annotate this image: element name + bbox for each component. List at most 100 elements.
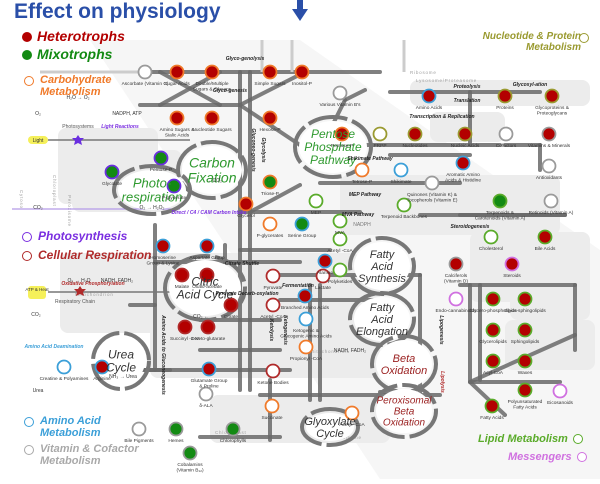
cycle-peroxisomal-beta	[370, 383, 438, 439]
process-label-mep: MEP Pathway	[349, 192, 382, 198]
node-branched-aa	[297, 288, 313, 304]
node-label-succinate: Succinate	[261, 415, 282, 421]
cycle-label: Fatty	[370, 302, 396, 314]
compartment-plastid	[340, 175, 560, 235]
cycle-label: Fixation	[187, 169, 236, 185]
node-shikimate	[393, 162, 409, 178]
respiratory-chain-star-icon	[74, 286, 86, 296]
node-label-quinones: Quinones (Vitamin K) &Tocopherols (Vitam…	[407, 192, 458, 204]
node-glycolate	[104, 164, 120, 180]
node-acetyl-coa-lipid	[332, 231, 348, 247]
process-label-proteolysis: Proteolysis	[454, 84, 481, 90]
process-label-glycosylation: Glycosyl-ation	[513, 82, 547, 88]
node-label-oxaloacetate: Oxalo-acetate	[192, 284, 222, 290]
node-label-sphingolipids: Sphingolipids	[511, 339, 540, 345]
node-label-branched-aa: Branched Amino Acids	[281, 305, 330, 311]
node-malate	[174, 267, 190, 283]
node-label-succinyl-coa: Succinyl -CoA	[170, 336, 201, 342]
node-label-shikimate: Shikimate	[390, 179, 411, 185]
node-label-calciferols: Calciferols(Vitamin D)	[444, 273, 468, 285]
node-alanine	[317, 253, 333, 269]
process-label-pyruvate-decarb: Pyruvate Decarb-oxylation	[215, 291, 278, 297]
cycle-label: Peroxisomal	[376, 396, 432, 407]
compartment-golgi-body	[510, 280, 590, 320]
node-aromatic-aa	[455, 155, 471, 171]
node-cholesterol	[483, 229, 499, 245]
process-label-steroidogenesis: Steroidogenesis	[451, 224, 490, 230]
process-label-co2-fix: → CO₂	[206, 178, 222, 184]
node-label-pentose-p-cf: Pentose-P	[150, 167, 172, 173]
atp-heat-label: ATP & Heat	[25, 287, 49, 292]
legend-mixotrophs-label: Mixotrophs	[37, 46, 113, 62]
node-pentose-p-cf	[153, 150, 169, 166]
node-label-mva: MVA	[335, 230, 346, 236]
node-quinones	[424, 175, 440, 191]
node-waxes	[517, 353, 533, 369]
node-simple-sugars	[262, 64, 278, 80]
cycle-label: Acid	[370, 314, 393, 326]
node-label-tetrose-p: Tetrose-P	[352, 179, 373, 185]
cycle-urea	[91, 331, 151, 391]
compartment-label: Ribosome	[410, 70, 437, 75]
node-citrate	[223, 297, 239, 313]
pathway-line	[343, 88, 367, 102]
node-acetyl-coa-mito	[265, 297, 281, 313]
process-label-oxidative: Oxidative Phosphorylation	[61, 281, 124, 287]
legend-messengers: Messengers	[508, 451, 587, 463]
cycle-fill	[118, 170, 186, 210]
cycle-photorespiration	[112, 164, 192, 216]
node-lactate	[315, 268, 331, 284]
process-label-translation: Translation	[454, 98, 481, 104]
node-hexose-p	[262, 110, 278, 126]
node-label-ascorbate: Ascorbate (Vitamin C)	[122, 81, 169, 87]
node-acetyl-coa-perox	[344, 405, 360, 421]
io-label-o2-out: O₂	[35, 111, 41, 117]
node-label-citrate: Citrate	[224, 314, 238, 320]
cycle-fill	[306, 413, 354, 441]
cycle-glyoxylate	[300, 407, 360, 447]
process-label-ketolysis: Ketolysis	[268, 319, 274, 341]
process-label-nh3-urea: NH₃ → Urea	[109, 374, 137, 380]
node-amino-sugars	[169, 110, 185, 126]
node-pentose-p-top	[334, 126, 350, 142]
cycle-label: Urea	[108, 348, 134, 362]
node-bile-pigments	[131, 421, 147, 437]
process-label-glycogenesis: Glyco-genesis	[213, 88, 247, 94]
node-label-simple-sugars: Simple Sugars	[254, 81, 286, 87]
node-hemes	[168, 421, 184, 437]
cycle-fill	[182, 146, 242, 194]
respiration-ring-icon	[22, 250, 32, 261]
legend-vitamin-label: Vitamin & Cofactor Metabolism	[40, 443, 139, 467]
process-label-lipolysis: Lipolysis	[439, 371, 445, 393]
process-label-h2o-o2: H₂O → O₂	[66, 95, 89, 101]
node-ascorbate	[137, 64, 153, 80]
legend-mixotrophs: Mixotrophs	[22, 46, 112, 62]
heterotroph-dot-icon	[22, 32, 32, 43]
legend-respiration: Cellular Respiration	[22, 248, 151, 262]
node-aspartate	[199, 238, 215, 254]
node-label-arginine: Arginine	[93, 376, 111, 382]
process-label-shikimate: Shikimate Pathway	[347, 156, 393, 162]
compartment-label: Cytosol	[19, 190, 24, 211]
node-label-glycosphingolipids: Glyco-sphingolipids	[504, 308, 546, 314]
cycle-label: Glyoxylate	[304, 416, 355, 428]
node-label-acyl-coa: Acyl-CoA	[483, 370, 504, 376]
cycle-label: Citric	[191, 275, 218, 289]
node-sphingolipids	[517, 322, 533, 338]
node-label-cobalamins: Cobalamins(Vitamin B₁₂)	[176, 462, 204, 474]
node-a-ketoglutarate	[200, 319, 216, 335]
node-propionyl-coa	[298, 339, 314, 355]
node-label-amino-acids: Amino Acids	[416, 105, 443, 111]
node-glycerol	[238, 196, 254, 212]
node-label-glycerol: Glycerol	[237, 213, 255, 219]
process-label-carbon-intake: Direct / C4 / CAM Carbon Intake	[171, 210, 246, 216]
pathway-line	[248, 183, 302, 214]
light-badge	[28, 136, 48, 144]
legend-respiration-label: Cellular Respiration	[38, 248, 152, 262]
process-label-nadph-atp: NADPH, ATP	[112, 111, 142, 117]
process-label-o2-h2o2: O₂ → H₂O₂	[140, 205, 165, 211]
node-label-acetyl-coa-lipid: Acetyl -CoA	[327, 248, 353, 254]
node-label-bile-pigments: Bile Pigments	[124, 438, 154, 444]
nucleotide-ring-icon	[579, 33, 589, 43]
legend-heterotrophs-label: Heterotrophs	[37, 28, 125, 44]
